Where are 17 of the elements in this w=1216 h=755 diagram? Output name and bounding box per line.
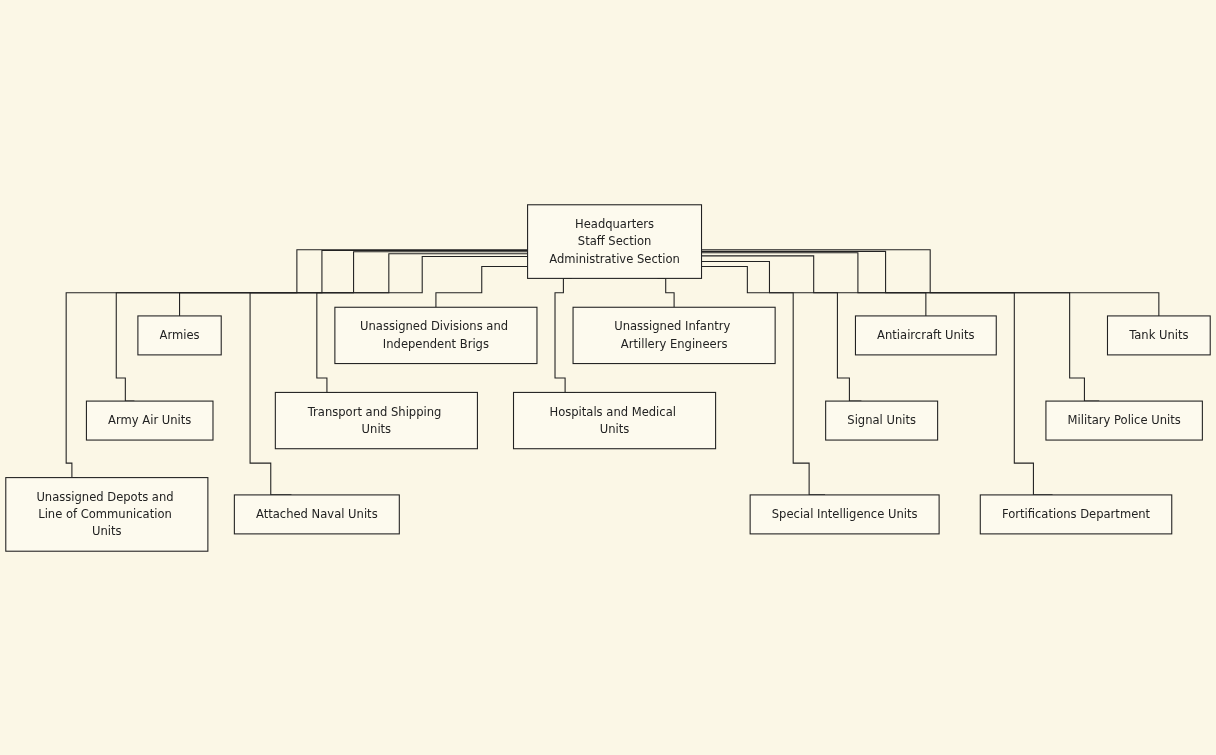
node-box: Attached Naval Units — [233, 493, 400, 534]
node-box: Army Air Units — [85, 400, 214, 441]
node-box: Tank Units — [1106, 314, 1211, 355]
node-box: Military Police Units — [1045, 400, 1203, 441]
node-box: Armies — [137, 314, 222, 355]
node-box: Signal Units — [825, 400, 939, 441]
node-box: Unassigned Depots and Line of Communication Units — [5, 476, 209, 552]
node-box: Unassigned Divisions and Independent Brigs — [334, 306, 538, 364]
connector — [701, 254, 927, 316]
node-box: Unassigned Infantry Artillery Engineers — [572, 306, 776, 364]
node-box: Headquarters Staff Section Administrative Section — [527, 203, 703, 279]
connector — [701, 248, 1160, 316]
node-box: Special Intelligence Units — [749, 493, 940, 534]
node-box: Antiaircraft Units — [854, 314, 997, 355]
node-box: Transport and Shipping Units — [274, 391, 478, 449]
node-box: Hospitals and Medical Units — [512, 391, 717, 449]
node-box: Fortifications Department — [979, 493, 1173, 534]
